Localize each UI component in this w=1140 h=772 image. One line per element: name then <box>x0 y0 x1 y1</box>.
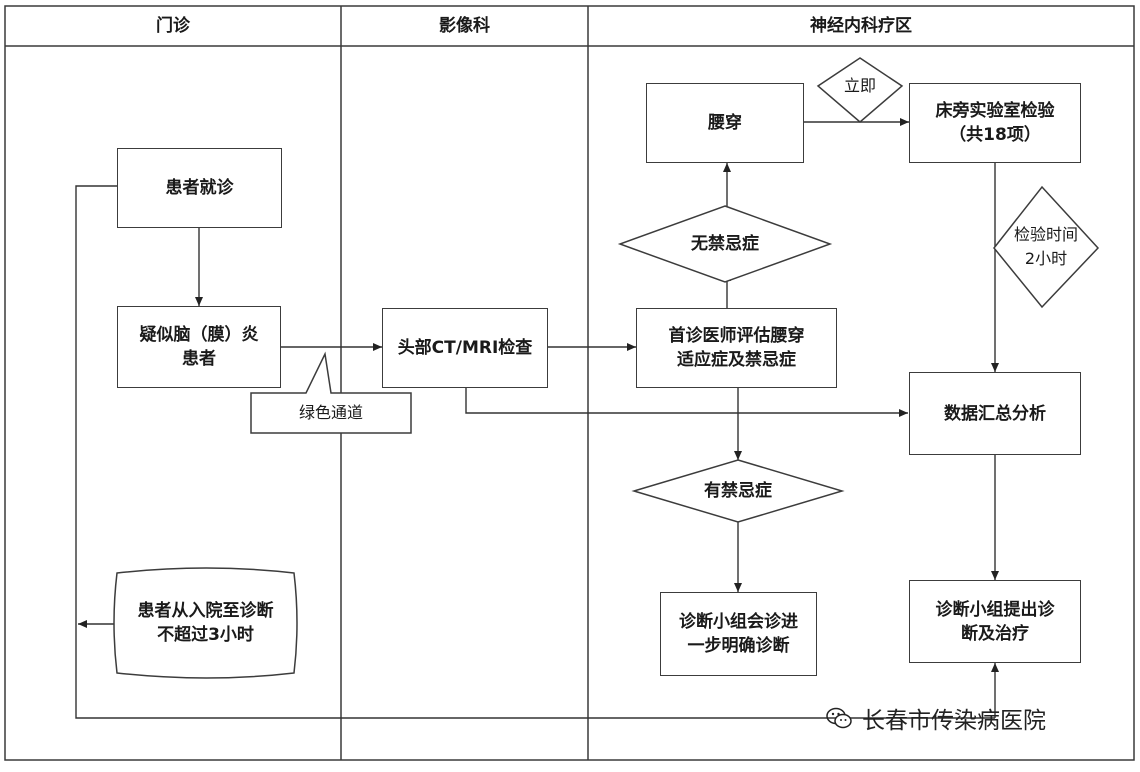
lab-time-label: 检验时间 2小时 <box>1013 225 1078 268</box>
arrow-ct-to-data <box>465 388 908 417</box>
green-channel-label: 绿色通道 <box>298 403 363 422</box>
wechat-icon <box>826 707 852 729</box>
outer-frame <box>4 5 1135 761</box>
has-contraindication-diamond <box>631 459 845 523</box>
lab-time-diamond <box>993 185 1100 309</box>
group-consult-box: 诊断小组会诊进 一步明确诊断 <box>660 592 817 676</box>
time-limit-document <box>113 567 298 679</box>
time-limit-label: 患者从入院至诊断 不超过3小时 <box>137 601 274 645</box>
data-analysis-box: 数据汇总分析 <box>909 372 1081 455</box>
first-doctor-assess-box: 首诊医师评估腰穿 适应症及禁忌症 <box>636 308 837 388</box>
lane-header-imaging: 影像科 <box>439 16 490 36</box>
immediately-diamond <box>816 57 904 123</box>
has-contraindication-label: 有禁忌症 <box>704 481 772 501</box>
group-diagnosis-box: 诊断小组提出诊 断及治疗 <box>909 580 1081 663</box>
green-channel-callout <box>250 351 412 434</box>
watermark-text: 长春市传染病医院 <box>862 708 1046 734</box>
no-contraindication-label: 无禁忌症 <box>691 234 759 254</box>
immediately-label: 立即 <box>843 76 876 95</box>
lane-header-neurology: 神经内科疗区 <box>810 16 912 36</box>
bedside-lab-box: 床旁实验室检验 （共18项） <box>909 83 1081 163</box>
head-ct-mri-box: 头部CT/MRI检查 <box>382 308 548 388</box>
suspected-meningitis-box: 疑似脑（膜）炎 患者 <box>117 306 281 388</box>
loop-line <box>75 185 995 719</box>
patient-visit-box: 患者就诊 <box>117 148 282 228</box>
no-contraindication-diamond <box>617 205 833 283</box>
watermark: 长春市传染病医院 <box>824 698 1046 738</box>
lumbar-puncture-box: 腰穿 <box>646 83 804 163</box>
lane-header-outpatient: 门诊 <box>156 16 190 36</box>
